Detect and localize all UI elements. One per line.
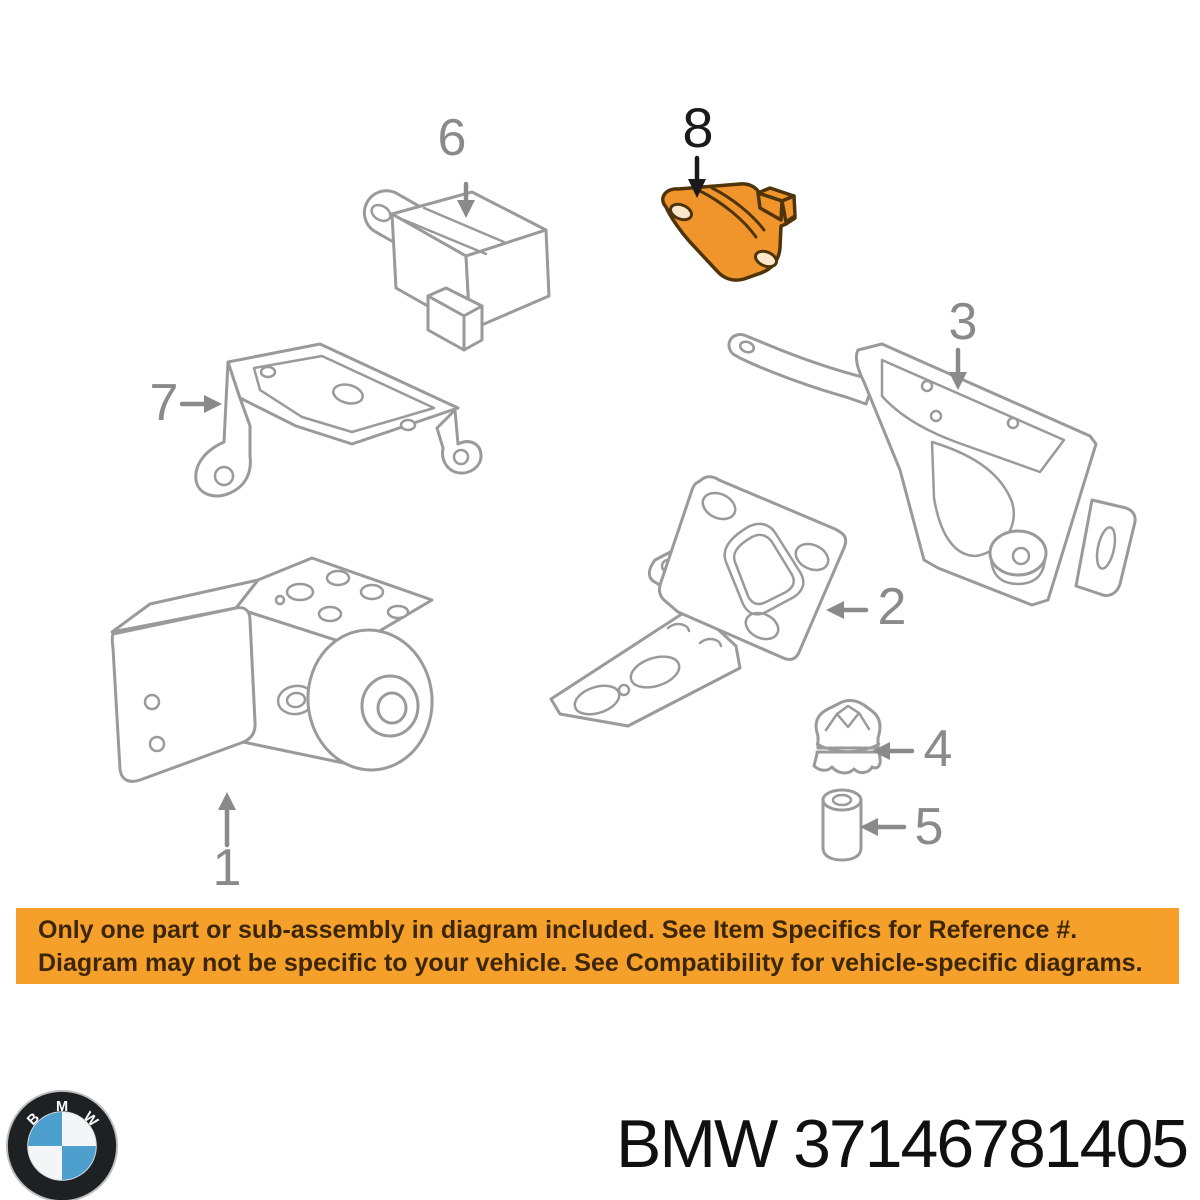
callout-label-4: 4 (923, 720, 953, 778)
callout-label-6: 6 (437, 109, 467, 167)
part-number-text: BMW 37146781405 (616, 1106, 1189, 1182)
bmw-logo-quadrant-white-bl (28, 1146, 63, 1180)
callout-6-arrow (457, 181, 475, 218)
callout-label-8: 8 (682, 96, 714, 159)
callout-label-7: 7 (149, 374, 179, 432)
bmw-logo-letter-m: M (56, 1099, 68, 1115)
bmw-logo-quadrant-white-tr (62, 1112, 96, 1146)
callout-7-arrow (179, 395, 222, 413)
part-2-drawing (549, 475, 848, 728)
part-6-drawing (362, 189, 551, 352)
callout-label-1: 1 (212, 839, 242, 897)
part-5-drawing (821, 788, 863, 862)
callout-label-2: 2 (877, 578, 907, 636)
callout-2-arrow (826, 601, 869, 619)
bmw-logo-quadrant-blue-br (62, 1146, 96, 1180)
bmw-logo: B M W (5, 1089, 119, 1200)
callout-3-arrow (949, 347, 967, 390)
notice-line-1: Only one part or sub-assembly in diagram… (38, 916, 1078, 944)
callout-1-arrow (218, 792, 236, 848)
part-4-drawing (812, 699, 882, 775)
part-3-drawing (727, 333, 1137, 607)
part-1-drawing (110, 556, 434, 783)
part-7-drawing (194, 342, 483, 498)
callout-label-5: 5 (914, 798, 944, 856)
notice-banner: Only one part or sub-assembly in diagram… (16, 908, 1179, 984)
notice-line-2: Diagram may not be specific to your vehi… (38, 949, 1143, 977)
callout-8-arrow (688, 155, 706, 198)
bmw-logo-quadrant-blue-tl (28, 1112, 63, 1146)
callout-5-arrow (860, 818, 907, 836)
part-8-drawing (661, 182, 797, 282)
callout-label-3: 3 (948, 293, 978, 351)
callout-4-arrow (872, 742, 915, 760)
